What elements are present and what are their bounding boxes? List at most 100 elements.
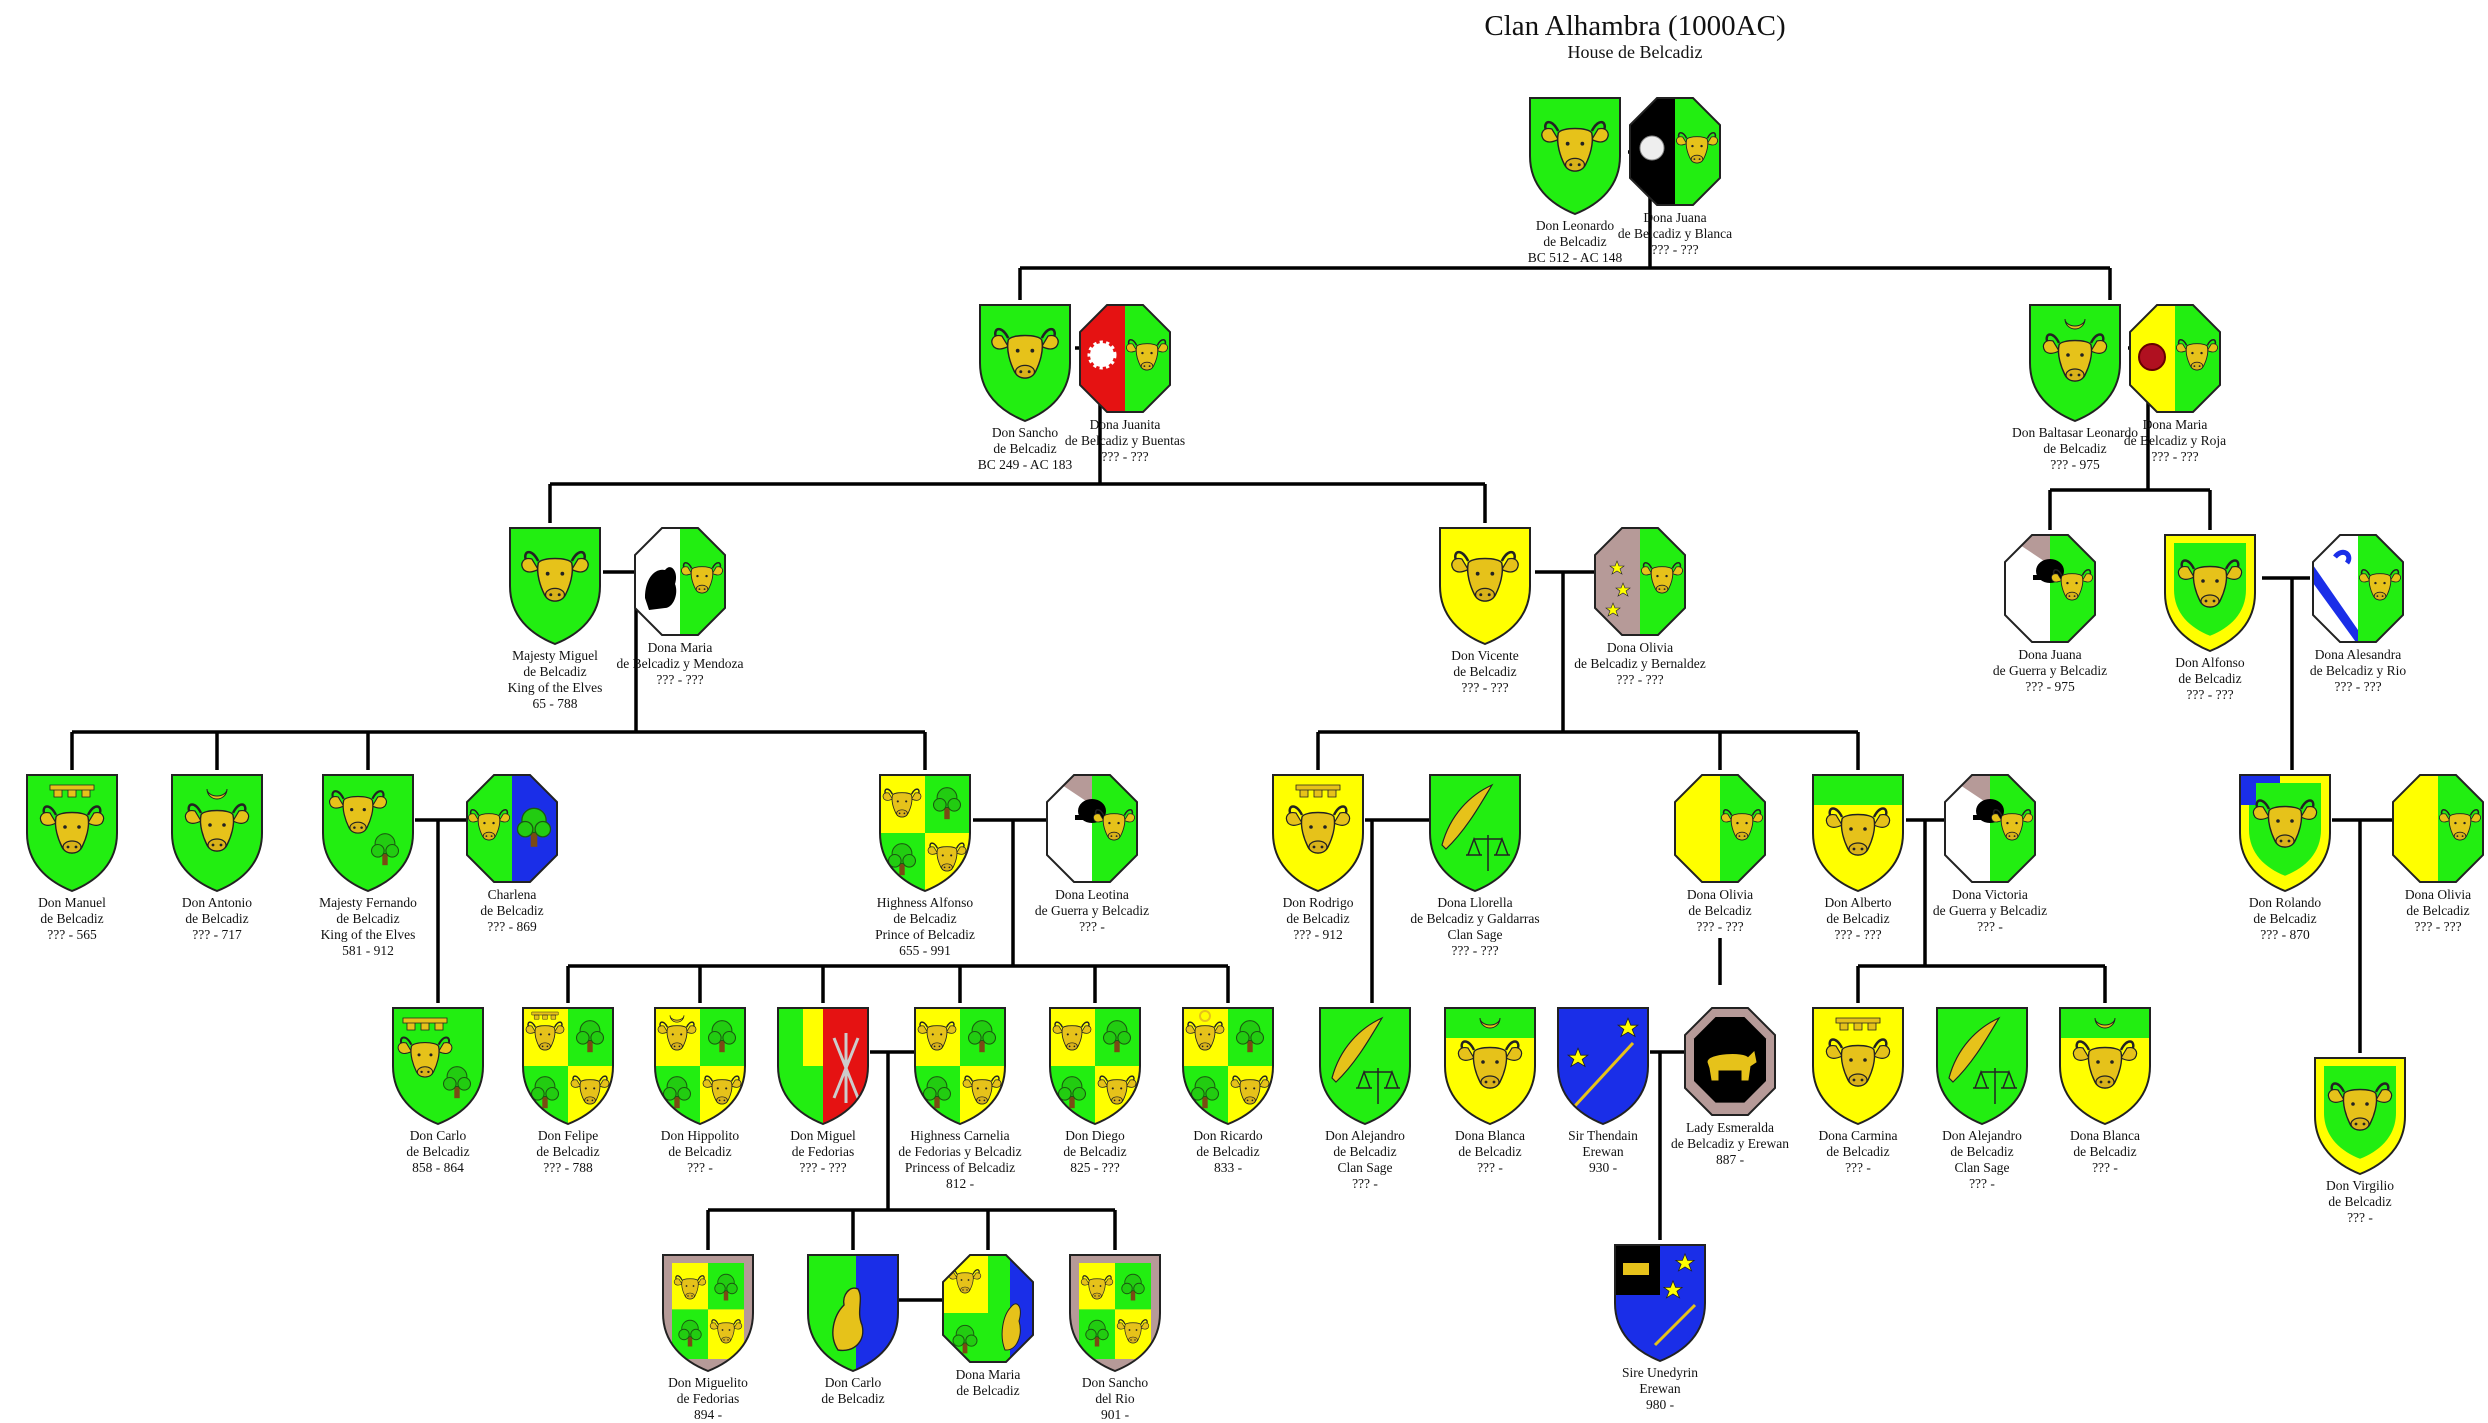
page-title: Clan Alhambra (1000AC): [1484, 10, 1786, 42]
coat-of-arms-blanca1: [1444, 1007, 1536, 1125]
person-line3: Clan Sage: [1954, 1160, 2010, 1175]
person-line3: Prince of Belcadiz: [875, 927, 975, 942]
person-name: Don Sancho: [1081, 1375, 1149, 1390]
person-name: Don Virgilio: [2325, 1178, 2395, 1193]
person-name: Don Rolando: [2248, 895, 2322, 910]
person-line2: de Belcadiz: [1286, 911, 1350, 926]
person-line2: de Belcadiz: [1543, 234, 1607, 249]
coat-of-arms-antonio: [171, 774, 263, 892]
person-name: Dona Alesandra: [2314, 647, 2402, 662]
person-name: Dona Leotina: [1055, 887, 1129, 902]
person-dates: ??? - 870: [2260, 927, 2310, 942]
person-name: Charlena: [487, 887, 537, 902]
person-dates: ??? - ???: [2186, 687, 2234, 702]
person-line2: de Belcadiz: [336, 911, 400, 926]
coat-of-arms-llorella: [1429, 774, 1521, 892]
person-dates: 812 -: [945, 1176, 975, 1191]
coat-of-arms-alejandro2: [1936, 1007, 2028, 1125]
person-dates: ??? - 565: [47, 927, 97, 942]
coat-of-arms-carnelia: [914, 1007, 1006, 1125]
coat-of-arms-baltasar: [2029, 304, 2121, 422]
person-dates: ??? -: [1352, 1176, 1378, 1191]
person-line2: del Rio: [1095, 1391, 1135, 1406]
person-line2: de Guerra y Belcadiz: [1034, 903, 1150, 918]
person-dates: ??? -: [2092, 1160, 2118, 1175]
person-name: Dona Victoria: [1952, 887, 2028, 902]
person-line2: Erewan: [1639, 1381, 1681, 1396]
person-line2: de Belcadiz: [1950, 1144, 2014, 1159]
coat-of-arms-carlo: [392, 1007, 484, 1125]
person-name: Don Leonardo: [1535, 218, 1615, 233]
coat-of-arms-mariab: [942, 1254, 1034, 1363]
person-line2: de Belcadiz: [1453, 664, 1517, 679]
person-name: Majesty Fernando: [319, 895, 417, 910]
person-dates: 65 - 788: [532, 696, 578, 711]
person-dates: 894 -: [693, 1407, 723, 1422]
person-dates: ??? - ???: [2334, 679, 2382, 694]
coat-of-arms-olivia3: [2392, 774, 2484, 883]
person-line2: de Belcadiz y Roja: [2123, 433, 2227, 448]
person-line2: de Belcadiz: [480, 903, 544, 918]
person-dates: ??? - ???: [1651, 242, 1699, 257]
coat-of-arms-felipe: [522, 1007, 614, 1125]
person-name: Dona Blanca: [2069, 1128, 2141, 1143]
person-line2: de Belcadiz: [523, 664, 587, 679]
person-dates: ??? -: [1079, 919, 1105, 934]
person-name: Don Hippolito: [660, 1128, 740, 1143]
person-dates: ??? - 788: [543, 1160, 593, 1175]
coat-of-arms-thendain: [1557, 1007, 1649, 1125]
person-line2: de Belcadiz: [1063, 1144, 1127, 1159]
person-name: Don Alejandro: [1942, 1128, 2022, 1143]
coat-of-arms-fernando: [322, 774, 414, 892]
person-dates: ??? - 717: [192, 927, 242, 942]
person-line3: Clan Sage: [1447, 927, 1503, 942]
person-name: Sir Thendain: [1568, 1128, 1638, 1143]
person-line2: de Belcadiz: [1688, 903, 1752, 918]
person-dates: 901 -: [1100, 1407, 1130, 1422]
person-name: Don Rodrigo: [1282, 895, 1354, 910]
person-name: Don Antonio: [181, 895, 253, 910]
coat-of-arms-miguelf: [777, 1007, 869, 1125]
person-line3: Princess of Belcadiz: [904, 1160, 1016, 1175]
person-line2: de Belcadiz: [821, 1391, 885, 1406]
person-line3: Clan Sage: [1337, 1160, 1393, 1175]
person-name: Dona Juana: [2018, 647, 2082, 662]
coat-of-arms-carlo2: [807, 1254, 899, 1372]
coat-of-arms-alesandra: [2312, 534, 2404, 643]
person-line2: de Belcadiz: [40, 911, 104, 926]
person-dates: ??? - 975: [2025, 679, 2075, 694]
person-line2: de Belcadiz y Rio: [2309, 663, 2407, 678]
person-dates: ??? -: [1969, 1176, 1995, 1191]
coat-of-arms-alejandro1: [1319, 1007, 1411, 1125]
person-dates: ??? - ???: [1461, 680, 1509, 695]
coat-of-arms-leotina: [1046, 774, 1138, 883]
coat-of-arms-hippolito: [654, 1007, 746, 1125]
person-dates: 833 -: [1213, 1160, 1243, 1175]
person-name: Lady Esmeralda: [1685, 1120, 1775, 1135]
person-name: Dona Juana: [1643, 210, 1707, 225]
coat-of-arms-oliviab: [1594, 527, 1686, 636]
person-line2: de Belcadiz: [1196, 1144, 1260, 1159]
person-line2: de Belcadiz: [993, 441, 1057, 456]
coat-of-arms-mariaroja: [2129, 304, 2221, 413]
person-dates: ??? - ???: [1101, 449, 1149, 464]
coat-of-arms-carmina: [1812, 1007, 1904, 1125]
coat-of-arms-leonardo: [1529, 97, 1621, 215]
